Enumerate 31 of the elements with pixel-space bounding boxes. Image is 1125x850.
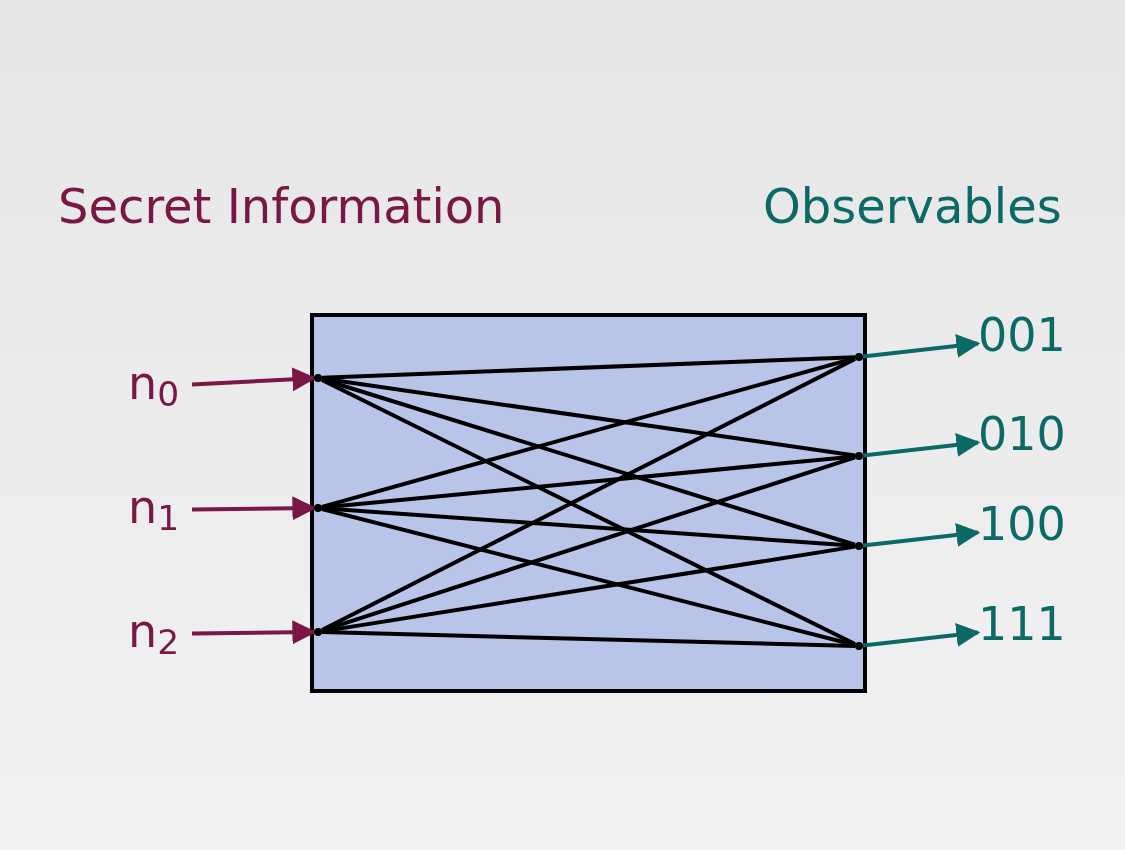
junction-dot bbox=[314, 374, 322, 382]
connector-line bbox=[321, 544, 856, 634]
arrow bbox=[191, 496, 317, 521]
connector-line bbox=[321, 454, 856, 510]
node-label: n$_{0}$ bbox=[128, 360, 192, 412]
connector-line bbox=[321, 507, 856, 647]
node-label: n$_{1}$ bbox=[128, 484, 192, 536]
arrow bbox=[862, 523, 981, 548]
node-label: 100 bbox=[978, 501, 1074, 553]
arrow bbox=[862, 334, 981, 359]
arrow bbox=[191, 367, 317, 392]
node-label: n$_{2}$ bbox=[128, 608, 192, 660]
junction-dot bbox=[855, 452, 863, 460]
connector-line bbox=[321, 630, 856, 648]
junction-dot bbox=[314, 504, 322, 512]
connector-line bbox=[321, 376, 856, 458]
connector-line bbox=[321, 355, 856, 380]
junction-dot bbox=[855, 642, 863, 650]
arrow bbox=[862, 623, 981, 648]
column-heading: Secret Information bbox=[58, 182, 505, 230]
column-heading: Observables bbox=[763, 182, 1062, 230]
connector-line bbox=[321, 356, 856, 509]
junction-dot bbox=[855, 542, 863, 550]
junction-dot bbox=[855, 353, 863, 361]
arrow bbox=[862, 433, 981, 458]
arrow bbox=[191, 620, 317, 645]
node-label: 111 bbox=[978, 601, 1074, 653]
connector-line bbox=[321, 377, 856, 547]
node-label: 010 bbox=[978, 411, 1074, 463]
node-label: 001 bbox=[978, 312, 1074, 364]
junction-dot bbox=[314, 628, 322, 636]
